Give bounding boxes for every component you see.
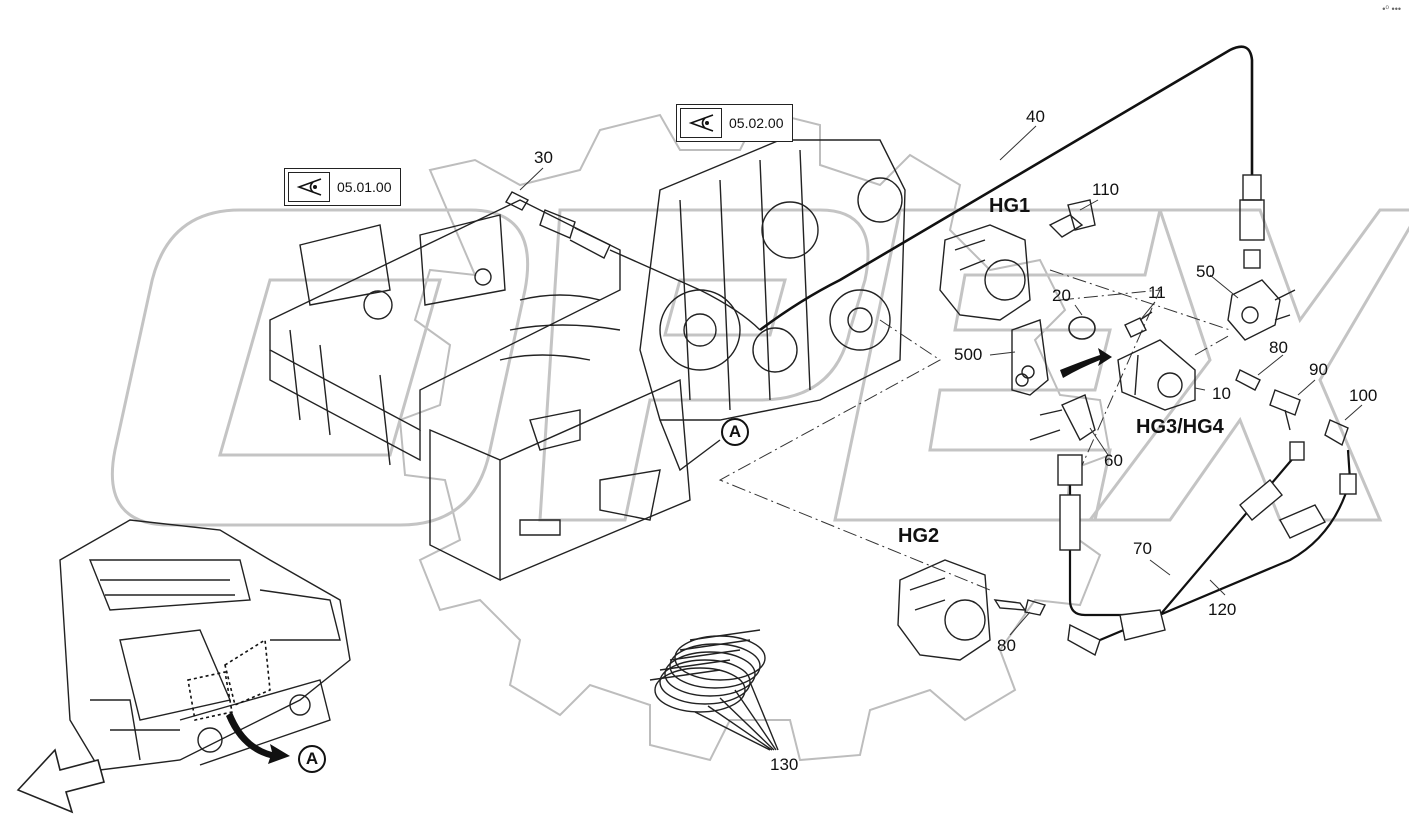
part-label-30[interactable]: 30 — [534, 148, 553, 167]
o-ring-20 — [1068, 316, 1096, 340]
machine-overview — [59, 519, 351, 771]
part-label-10[interactable]: 10 — [1212, 384, 1231, 403]
gearbox-housing — [639, 139, 906, 472]
eye-icon — [288, 172, 330, 202]
watermark-letters — [110, 208, 1409, 527]
pump-hg1 — [939, 224, 1031, 321]
part-label-130[interactable]: 130 — [770, 755, 799, 774]
part-label-50[interactable]: 50 — [1196, 262, 1215, 281]
part-label-20[interactable]: 20 — [1052, 286, 1071, 305]
view-ref-05-02-00[interactable]: 05.02.00 — [676, 104, 793, 142]
leader-lines — [519, 125, 1363, 636]
group-label-hg3-hg4: HG3/HG4 — [1136, 416, 1224, 438]
part-label-11[interactable]: 11 — [1148, 283, 1166, 302]
fittings-80-90-100 — [993, 369, 1349, 616]
bracket-60 — [1029, 394, 1096, 442]
part-label-80-upper[interactable]: 80 — [1269, 338, 1288, 357]
view-direction-arrow — [16, 748, 105, 814]
valve-block-50 — [1227, 279, 1296, 341]
part-label-70[interactable]: 70 — [1133, 539, 1152, 558]
watermark-gear — [398, 108, 1112, 762]
view-ref-label: 05.02.00 — [729, 115, 784, 131]
sticker-500 — [1011, 319, 1049, 396]
sensor-110 — [1048, 199, 1096, 238]
main-frame-assembly — [269, 199, 691, 582]
pipe-40-fitting — [1239, 174, 1265, 269]
part-label-60[interactable]: 60 — [1104, 451, 1123, 470]
hose-70 — [1068, 449, 1301, 617]
assembly-arrow — [1060, 348, 1112, 378]
gear-pump-10 — [1117, 339, 1196, 411]
group-label-hg2: HG2 — [898, 525, 940, 547]
hose-ferrules — [1057, 441, 1357, 657]
part-label-40[interactable]: 40 — [1026, 107, 1045, 126]
corner-mark: •⁰ ••• — [1382, 4, 1401, 14]
alignment-lines — [718, 269, 1231, 591]
part-label-120[interactable]: 120 — [1208, 600, 1237, 619]
cable-ties-130 — [649, 629, 779, 751]
view-ref-label: 05.01.00 — [337, 179, 392, 195]
hose-30 — [505, 191, 761, 331]
part-label-90[interactable]: 90 — [1309, 360, 1328, 379]
eye-icon — [680, 108, 722, 138]
pump-hg2 — [897, 559, 991, 661]
detail-arrow — [226, 712, 290, 764]
highlight-box — [187, 638, 271, 721]
part-label-100[interactable]: 100 — [1349, 386, 1378, 405]
part-label-500[interactable]: 500 — [954, 345, 983, 364]
group-label-hg1: HG1 — [989, 195, 1031, 217]
part-label-110[interactable]: 110 — [1092, 180, 1120, 199]
screws-11 — [1124, 311, 1153, 338]
pipe-40 — [759, 45, 1254, 332]
detail-marker-a-overview[interactable]: A — [298, 745, 326, 773]
detail-marker-a-main[interactable]: A — [721, 418, 749, 446]
part-label-80-lower[interactable]: 80 — [997, 636, 1016, 655]
view-ref-05-01-00[interactable]: 05.01.00 — [284, 168, 401, 206]
